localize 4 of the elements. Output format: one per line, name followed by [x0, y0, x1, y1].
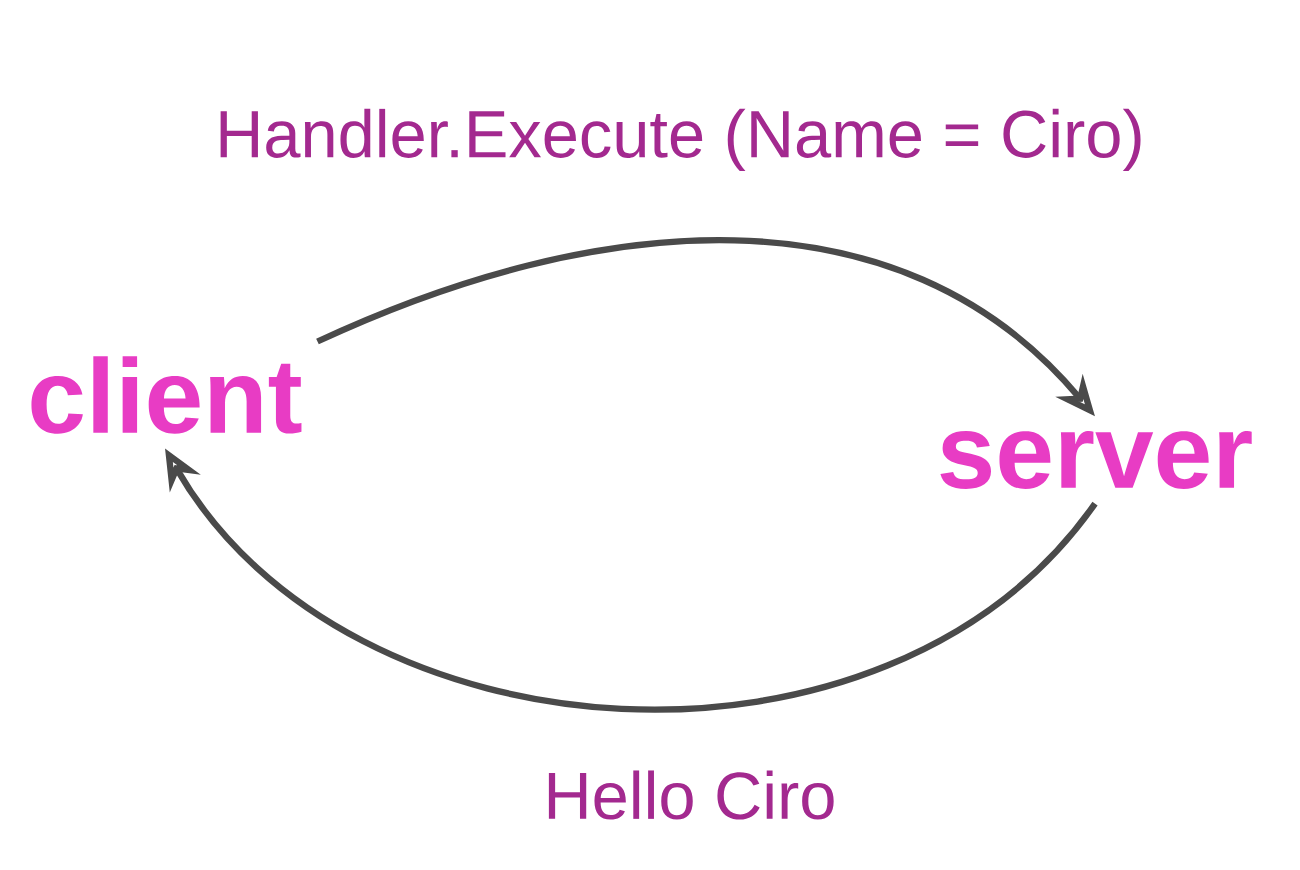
node-label: server	[940, 431, 1252, 489]
edge-label: Handler.Execute (Name = Ciro)	[208, 101, 1152, 179]
edge-label: Hello Ciro	[536, 763, 844, 827]
node-label: client	[31, 356, 302, 434]
